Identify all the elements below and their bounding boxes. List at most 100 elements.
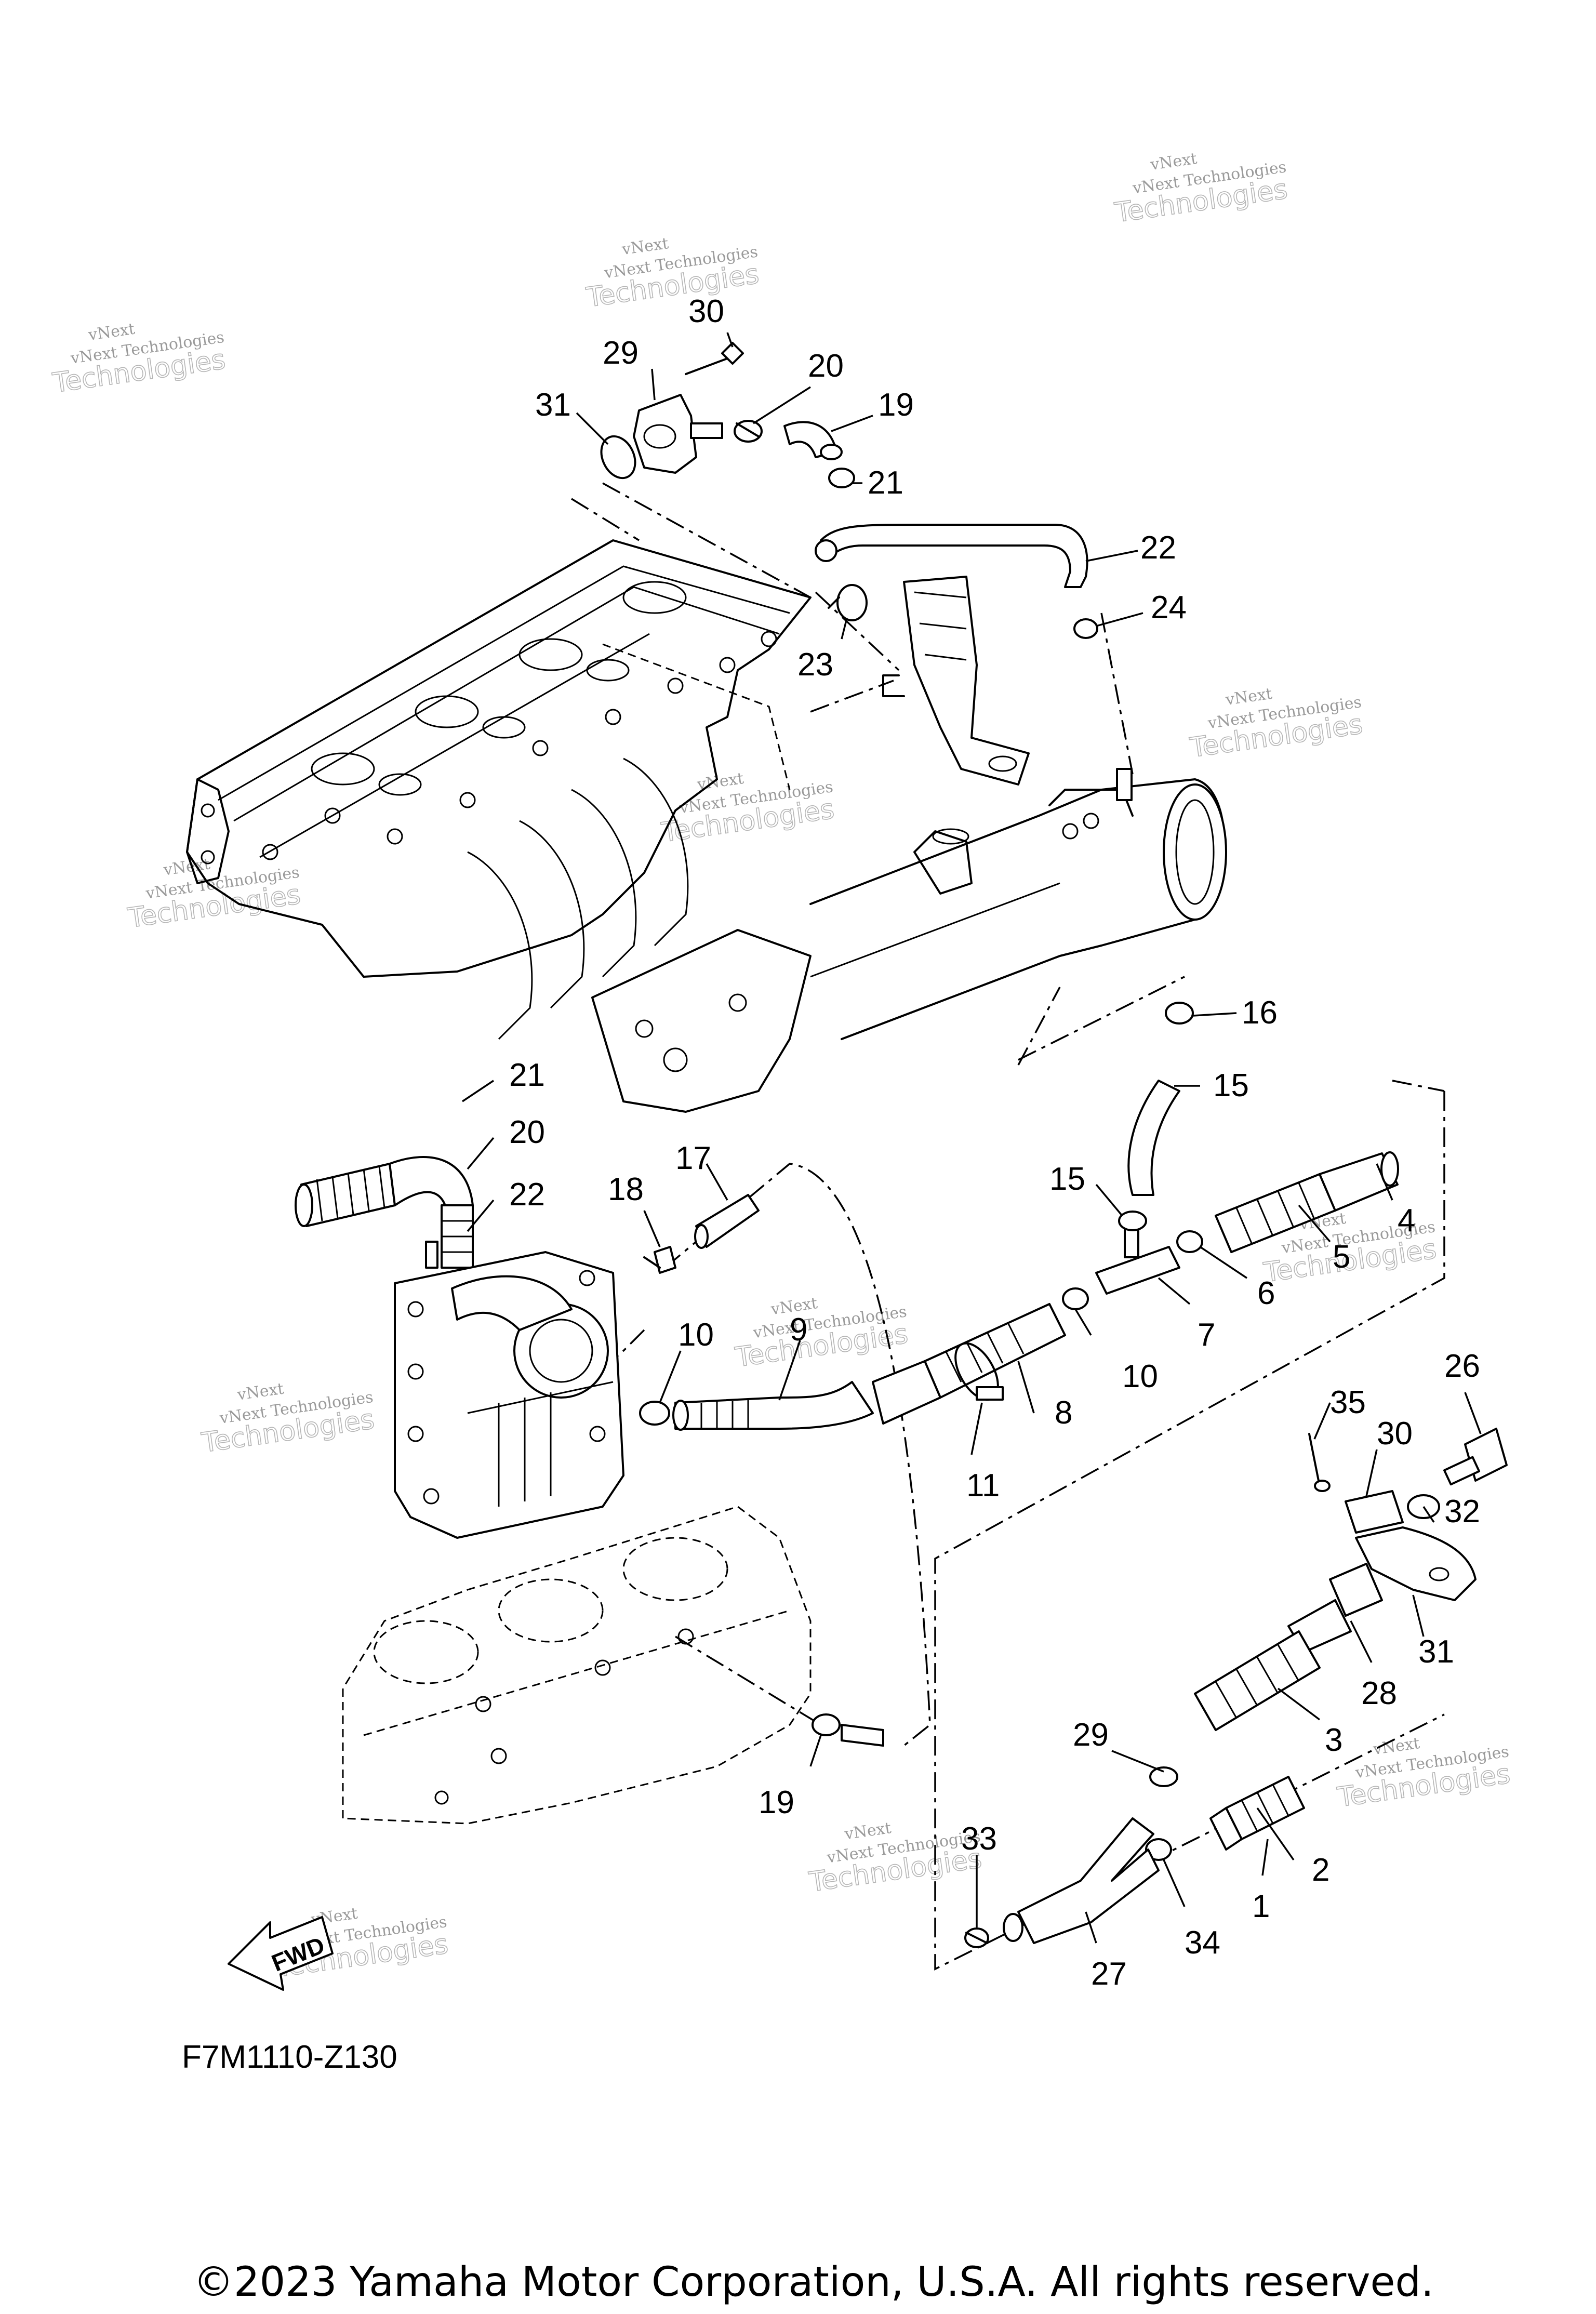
callout-7: 7	[1198, 1317, 1215, 1353]
hose-3	[1194, 1630, 1321, 1731]
hose-14	[694, 1194, 760, 1249]
callout-34: 34	[1185, 1925, 1220, 1961]
clamp-20-upper	[734, 420, 763, 443]
callout-26: 26	[1444, 1348, 1480, 1384]
svg-text:vNext: vNext	[236, 1380, 285, 1404]
callout-9: 9	[790, 1312, 807, 1348]
oil-separator	[882, 576, 1030, 786]
hose-9	[672, 1381, 874, 1431]
cylinder-block	[342, 1506, 812, 1825]
callout-13: 15	[1049, 1161, 1085, 1197]
clamp-10-right	[1062, 1287, 1089, 1310]
callout-20: 20	[808, 348, 844, 384]
clamp-22-left	[828, 584, 868, 621]
callout-20: 21	[868, 465, 903, 501]
hose-4	[1319, 1151, 1399, 1212]
clamp-15-lower	[812, 1713, 884, 1747]
callout-16: 20	[509, 1114, 545, 1150]
hose-1	[1209, 1807, 1243, 1851]
leader-lines	[462, 332, 1482, 1944]
drain-plug-26	[1443, 1428, 1508, 1486]
watermark-layer: vNext vNext Technologies Technologies vN…	[50, 150, 1513, 1984]
callout-25: 31	[535, 387, 571, 423]
bolt-35	[1308, 1433, 1331, 1492]
callout-4: 4	[1398, 1203, 1415, 1239]
joint-27	[1003, 1817, 1160, 1944]
bracket-23	[633, 394, 723, 474]
watermark: vNext vNext Technologies Technologies	[125, 855, 303, 934]
bracket-30	[1345, 1490, 1404, 1534]
callout-10: 10	[1122, 1359, 1158, 1394]
callout-33: 33	[961, 1821, 997, 1857]
svg-text:vNext: vNext	[620, 234, 670, 259]
callout-18: 22	[509, 1177, 545, 1213]
watermark: vNext vNext Technologies Technologies	[659, 769, 836, 849]
intake-duct	[809, 768, 1227, 1040]
callout-14: 17	[675, 1140, 711, 1176]
bolt-24	[685, 342, 744, 375]
clamp-15-upper	[643, 1246, 676, 1274]
callout-6: 6	[1257, 1275, 1275, 1311]
callout-21: 22	[1140, 530, 1176, 566]
callout-23: 29	[603, 335, 639, 371]
clamp-29	[1149, 1766, 1178, 1787]
watermark: vNext vNext Technologies Technologies	[1112, 150, 1290, 229]
callout-24: 30	[688, 294, 724, 329]
hose-16	[441, 1204, 474, 1269]
callout-8: 8	[1055, 1395, 1072, 1431]
clamp-20-lower	[828, 468, 855, 488]
callout-2: 2	[1312, 1852, 1329, 1888]
watermark: vNext vNext Technologies Technologies	[50, 320, 228, 400]
callout-15: 19	[759, 1785, 794, 1820]
clamp-11	[954, 1342, 1004, 1401]
clamp-13-lower	[1118, 1211, 1147, 1231]
watermark: vNext vNext Technologies Technologies	[199, 1380, 377, 1459]
o-ring-25	[600, 435, 636, 480]
callout-12: 15	[1213, 1068, 1249, 1103]
callout-11: 11	[966, 1468, 1000, 1504]
callout-13: 16	[1242, 995, 1278, 1031]
watermark: vNext vNext Technologies Technologies	[584, 234, 762, 314]
drawing-code: F7M1110-Z130	[182, 2039, 397, 2075]
clamp-33	[964, 1927, 989, 1948]
hose-21	[815, 524, 1088, 588]
svg-text:vNext: vNext	[1224, 685, 1273, 709]
callout-3: 3	[1325, 1722, 1342, 1758]
joint-7	[1095, 1225, 1180, 1295]
hose-12	[1127, 1080, 1180, 1196]
callout-31: 31	[1418, 1634, 1454, 1670]
copyright-notice: ©2023 Yamaha Motor Corporation, U.S.A. A…	[193, 2259, 1434, 2306]
callout-19: 19	[878, 387, 914, 423]
callout-17: 21	[509, 1057, 545, 1093]
callout-32: 32	[1444, 1494, 1480, 1530]
hose-19	[783, 421, 843, 460]
callout-27: 27	[1091, 1956, 1127, 1992]
callout-10: 10	[678, 1317, 714, 1353]
callout-28: 28	[1361, 1675, 1397, 1711]
watermark: vNext vNext Technologies Technologies	[806, 1819, 984, 1898]
engine-side-flange	[186, 778, 230, 884]
callout-30: 30	[1377, 1416, 1413, 1452]
clamp-13-upper	[1165, 1002, 1194, 1025]
clamp-6	[1176, 1230, 1203, 1253]
svg-text:vNext: vNext	[1149, 150, 1198, 174]
watermark: vNext vNext Technologies Technologies	[1335, 1734, 1513, 1814]
bracket-31	[1355, 1526, 1477, 1601]
callout-1: 1	[1252, 1889, 1270, 1924]
callout-22: 23	[797, 647, 833, 683]
reference-lines	[571, 482, 1445, 1971]
engine-cylinder-head	[186, 539, 812, 1113]
svg-text:vNext: vNext	[87, 320, 136, 344]
callout-29: 29	[1073, 1717, 1109, 1753]
throttle-body	[394, 1241, 624, 1539]
watermark: vNext vNext Technologies Technologies	[1188, 685, 1365, 764]
callout-35: 35	[1330, 1385, 1366, 1420]
fwd-arrow: FWD	[228, 1916, 334, 1991]
callout-5: 5	[1333, 1239, 1350, 1275]
clamp-34	[1145, 1838, 1172, 1861]
callout-22: 24	[1151, 590, 1187, 626]
callout-15: 18	[608, 1172, 644, 1207]
clamp-10-left	[639, 1401, 670, 1426]
clamp-22-right	[1073, 618, 1098, 639]
